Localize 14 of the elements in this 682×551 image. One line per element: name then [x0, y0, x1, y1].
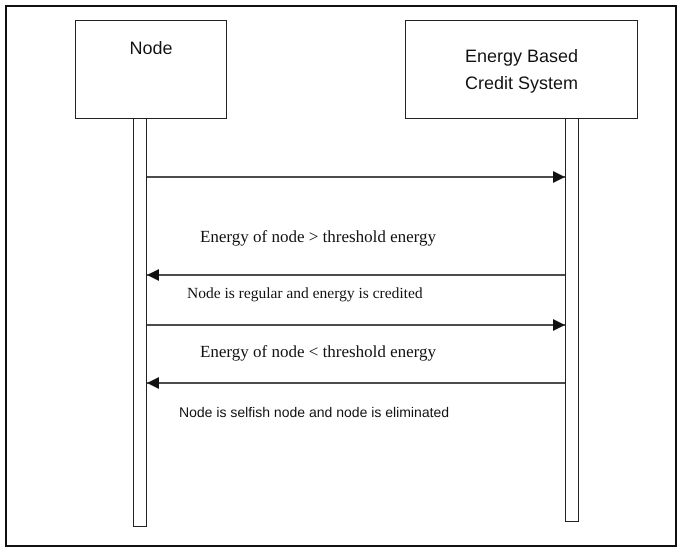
message-arrow	[147, 319, 565, 331]
lifeline-bar	[133, 118, 147, 527]
message-arrow	[147, 171, 565, 183]
lifeline-bar	[565, 118, 579, 522]
message-label: Node is selfish node and node is eliminated	[179, 404, 450, 420]
participant-name: Node	[129, 37, 173, 60]
participant-box	[75, 20, 227, 119]
message-label: Energy of node < threshold energy	[200, 342, 436, 362]
participant-name: Energy Based Credit System	[464, 44, 580, 95]
message-label: Energy of node > threshold energy	[200, 227, 436, 247]
participant-box	[405, 20, 638, 119]
message-arrow	[147, 377, 565, 389]
message-label: Node is regular and energy is credited	[187, 285, 423, 303]
message-arrow	[147, 269, 565, 281]
